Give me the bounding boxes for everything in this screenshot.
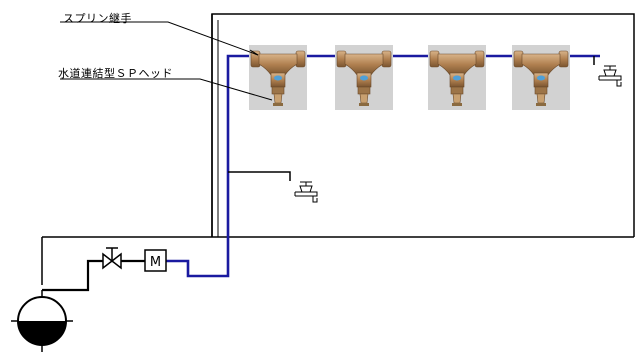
faucet-branch (228, 171, 291, 181)
service-pipe (42, 259, 145, 292)
faucet-icon (294, 181, 318, 203)
sprinkler-fitting-icon (427, 44, 487, 111)
faucet-icon (598, 65, 622, 87)
leader-lines (60, 21, 273, 101)
sprinkler-fitting-icon (334, 44, 394, 111)
sprinkler-joint-label: スプリン継手 (63, 12, 132, 25)
water-main-icon (11, 290, 73, 352)
gate-valve-icon (102, 247, 122, 270)
sprinkler-fitting-icon (511, 44, 571, 111)
sprinkler-head-label: 水道連結型ＳＰヘッド (58, 67, 173, 80)
building-outline (211, 13, 635, 237)
water-meter-icon: M (144, 249, 167, 272)
meter-symbol: M (150, 255, 161, 270)
